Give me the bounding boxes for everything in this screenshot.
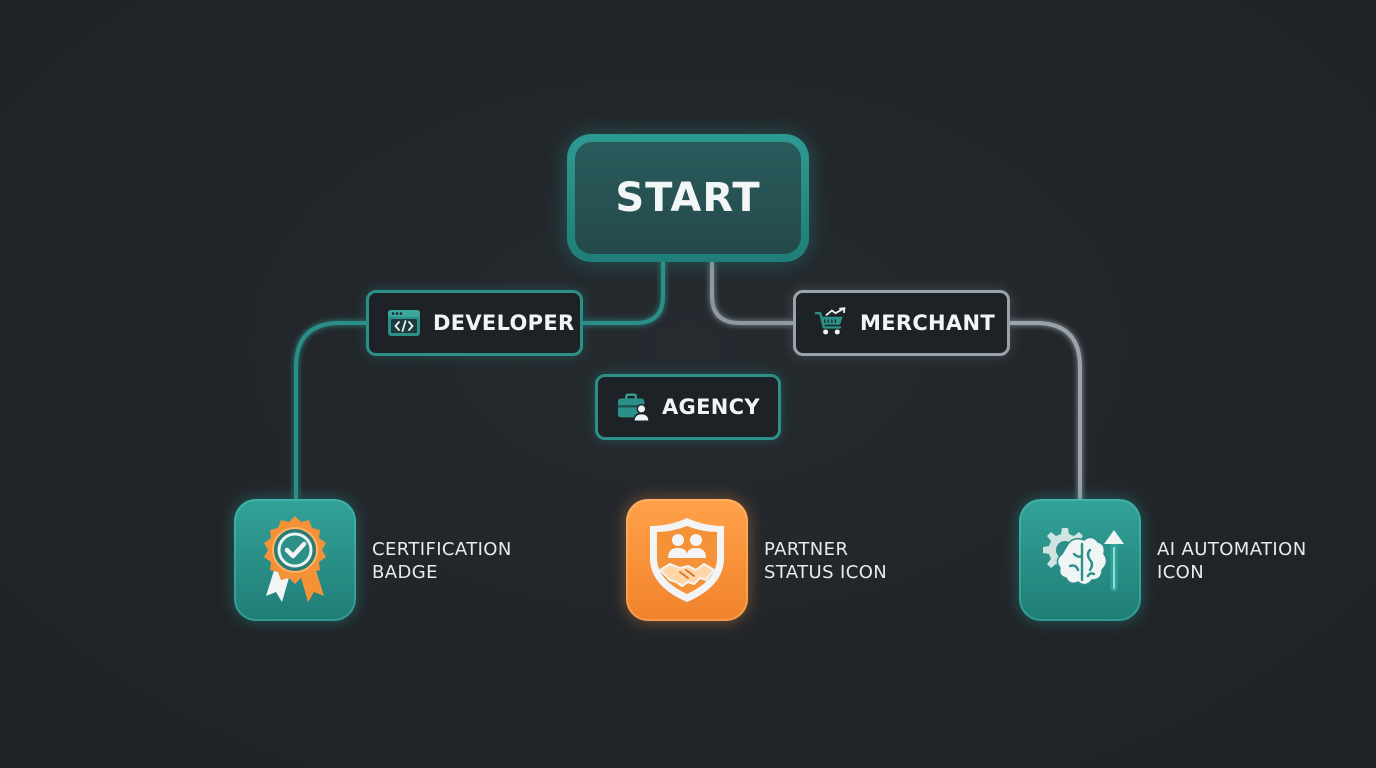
ai-caption-line1: AI AUTOMATION bbox=[1157, 539, 1307, 560]
ai-brain-gear-icon bbox=[1043, 528, 1124, 592]
partner-handshake-shield-icon bbox=[650, 518, 724, 602]
ai-automation-tile[interactable] bbox=[1019, 499, 1141, 621]
code-window-icon bbox=[387, 306, 421, 340]
certification-caption-line2: BADGE bbox=[372, 562, 438, 583]
developer-label: DEVELOPER bbox=[433, 311, 575, 335]
certification-badge-icon bbox=[264, 516, 326, 602]
briefcase-person-icon bbox=[616, 390, 650, 424]
agency-node[interactable]: AGENCY bbox=[595, 374, 781, 440]
connector-start-merchant bbox=[710, 262, 793, 325]
start-label: START bbox=[575, 142, 801, 254]
partner-caption-line2: STATUS ICON bbox=[764, 562, 888, 583]
shopping-cart-growth-icon bbox=[814, 306, 848, 340]
ai-automation-caption: AI AUTOMATION ICON bbox=[1157, 538, 1307, 584]
connector-developer-certification bbox=[294, 321, 366, 499]
agency-label: AGENCY bbox=[662, 395, 760, 419]
partner-caption: PARTNER STATUS ICON bbox=[764, 538, 887, 584]
partner-caption-line1: PARTNER bbox=[764, 539, 849, 560]
ai-caption-line2: ICON bbox=[1157, 562, 1205, 583]
connector-start-developer bbox=[583, 262, 665, 325]
certification-caption-line1: CERTIFICATION bbox=[372, 539, 512, 560]
certification-tile[interactable] bbox=[234, 499, 356, 621]
merchant-label: MERCHANT bbox=[860, 311, 995, 335]
partner-tile[interactable] bbox=[626, 499, 748, 621]
developer-node[interactable]: DEVELOPER bbox=[366, 290, 583, 356]
connector-merchant-ai bbox=[1010, 321, 1082, 499]
certification-caption: CERTIFICATION BADGE bbox=[372, 538, 512, 584]
start-node[interactable]: START bbox=[567, 134, 809, 262]
merchant-node[interactable]: MERCHANT bbox=[793, 290, 1010, 356]
